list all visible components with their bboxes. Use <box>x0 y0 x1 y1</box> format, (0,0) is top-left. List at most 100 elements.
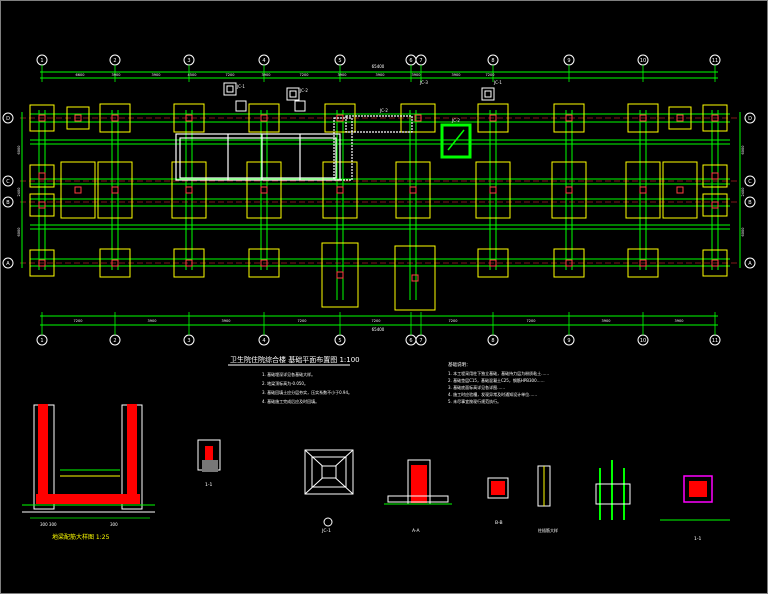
column <box>489 186 497 194</box>
footing <box>475 161 511 219</box>
side-dim: 6000 <box>741 146 745 155</box>
detail-bb <box>487 477 509 499</box>
column <box>565 259 573 267</box>
axis-label-10: 10 <box>640 338 646 344</box>
section-markers <box>223 82 495 112</box>
axis-label-2: 2 <box>113 58 116 64</box>
axis-label-2: 2 <box>113 338 116 344</box>
footing <box>29 164 55 188</box>
detail-rebar <box>595 460 730 521</box>
footing <box>394 245 436 311</box>
top-dim: 3900 <box>112 73 121 77</box>
footing <box>248 248 280 278</box>
footing <box>324 103 356 133</box>
column <box>336 186 344 194</box>
footing <box>66 106 90 130</box>
bottom-dim: 3900 <box>148 319 157 323</box>
note-line: 4. 施工时应验槽，发现异常及时通知设计单位…… <box>448 391 537 397</box>
axis-bubble-C <box>744 175 756 187</box>
axis-label-10: 10 <box>640 58 646 64</box>
bottom-dim: 7200 <box>298 319 307 323</box>
bottom-dim: 3900 <box>222 319 231 323</box>
svg-text:JC-2: JC-2 <box>451 118 460 123</box>
axis-label-D: D <box>6 116 10 122</box>
top-dim: 4500 <box>188 73 197 77</box>
axis-label-3: 3 <box>187 58 190 64</box>
column <box>489 259 497 267</box>
bottom-dim: 7200 <box>74 319 83 323</box>
footing <box>29 249 55 277</box>
column <box>260 186 268 194</box>
footing <box>248 103 280 133</box>
axis-bubble-A <box>2 257 14 269</box>
detail-caption-4: A-A <box>412 528 421 534</box>
bottom-dim-lines <box>40 315 718 326</box>
column <box>711 114 719 122</box>
column <box>74 186 82 194</box>
bottom-dim: 3900 <box>602 319 611 323</box>
footing <box>627 103 659 133</box>
axis-label-11: 11 <box>712 58 718 64</box>
axis-label-6: 6 <box>409 338 412 344</box>
detail-caption-3: JC-1 <box>321 528 331 534</box>
footing <box>553 103 585 133</box>
detail-caption-7: 1-1 <box>694 536 701 542</box>
side-dim: 6000 <box>17 146 21 155</box>
footing <box>400 103 436 133</box>
axis-label-1: 1 <box>40 58 43 64</box>
axis-bubble-C <box>2 175 14 187</box>
top-dim: 7200 <box>486 73 495 77</box>
detail-caption-1: 地梁配筋大样图 1:25 <box>52 533 110 541</box>
footing <box>627 248 659 278</box>
mid-note: 4. 基础施工完成后应及时回填。 <box>262 398 319 404</box>
footing <box>29 104 55 132</box>
column <box>489 114 497 122</box>
footing <box>321 242 359 308</box>
column <box>38 201 46 209</box>
column <box>565 186 573 194</box>
footing <box>99 103 131 133</box>
footing <box>171 161 207 219</box>
column <box>336 271 344 279</box>
axis-label-D: D <box>748 116 752 122</box>
column <box>676 186 684 194</box>
footing <box>553 248 585 278</box>
axis-label-C: C <box>6 179 10 185</box>
total-dimension-bottom: 65400 <box>372 327 385 332</box>
note-line: 2. 基础垫层C15，基础混凝土C25，钢筋HPB300…… <box>448 377 545 383</box>
footing <box>395 161 431 219</box>
column <box>111 259 119 267</box>
column <box>711 259 719 267</box>
footing <box>662 161 698 219</box>
axis-label-4: 4 <box>262 58 265 64</box>
drawing-title: 卫生院住院综合楼 基础平面布置图 1:100 <box>230 355 360 364</box>
axis-label-A: A <box>748 261 752 267</box>
axis-label-7: 7 <box>419 338 422 344</box>
axis-label-A: A <box>6 261 10 267</box>
top-dim: 3900 <box>152 73 161 77</box>
column <box>38 172 46 180</box>
svg-text:300: 300 <box>110 522 118 527</box>
axis-label-5: 5 <box>338 338 341 344</box>
note-line: 1. 本工程采用柱下独立基础，基础持力层为粉质粘土…… <box>448 370 549 376</box>
note-line: 5. 未尽事宜按现行规范执行。 <box>448 398 501 404</box>
column <box>676 114 684 122</box>
axis-label-11: 11 <box>712 338 718 344</box>
footing <box>702 104 728 132</box>
detail-aa <box>384 459 452 505</box>
mid-note: 3. 基础回填土应分层夯实，压实系数不小于0.94。 <box>262 389 352 395</box>
axis-label-C: C <box>748 179 752 185</box>
detail-small-1 <box>197 439 221 472</box>
section-label-4: JC-1 <box>493 80 502 85</box>
column <box>111 114 119 122</box>
mid-note: 2. 地梁顶标高为-0.050。 <box>262 380 308 386</box>
footing <box>29 193 55 217</box>
axis-label-1: 1 <box>40 338 43 344</box>
axis-label-3: 3 <box>187 338 190 344</box>
footing <box>246 161 282 219</box>
footing <box>702 193 728 217</box>
top-dim: 3900 <box>452 73 461 77</box>
